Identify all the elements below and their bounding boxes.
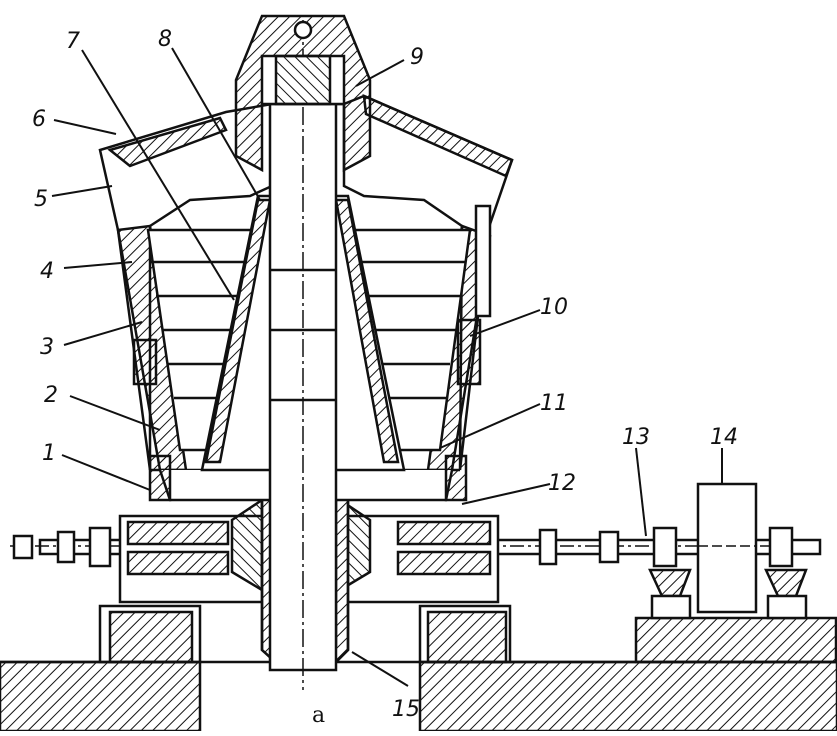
callout-3: 3 [40,335,54,360]
callout-4: 4 [40,259,54,284]
callout-8: 8 [158,27,172,52]
shaft-bearings [648,568,808,620]
callout-6: 6 [32,107,46,132]
foundation [0,604,837,733]
callout-15: 15 [392,697,420,722]
top-suspension [234,14,372,173]
callout-13: 13 [622,425,650,450]
callout-14: 14 [710,425,738,450]
callout-7: 7 [66,29,80,54]
callout-9: 9 [410,45,424,70]
leader-lines [51,47,723,687]
tie-bolts [132,204,492,386]
main-shaft [268,20,338,690]
drive-pulley [696,482,758,614]
callout-5: 5 [34,187,48,212]
callout-1: 1 [42,441,56,466]
callout-11: 11 [540,391,568,416]
drawing-body [0,14,837,733]
callout-2: 2 [44,383,58,408]
callout-12: 12 [548,471,576,496]
callout-labels: 1 2 3 4 5 6 7 8 9 10 11 12 13 14 15 [32,27,738,722]
callout-10: 10 [540,295,568,320]
figure-caption: a [312,703,325,728]
